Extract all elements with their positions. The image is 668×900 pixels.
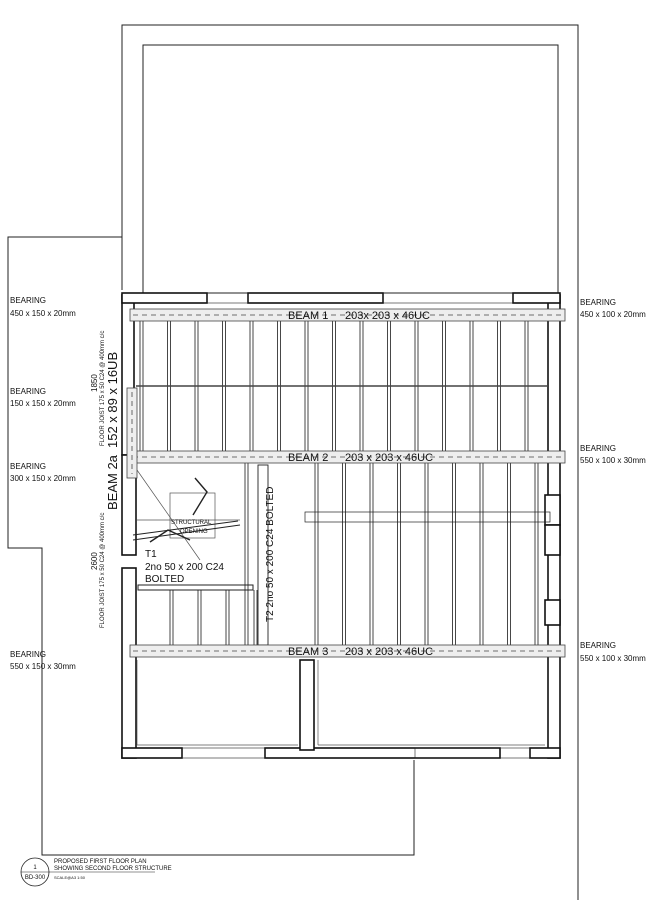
bearing-label: BEARING bbox=[10, 296, 46, 305]
bearing-right-2: BEARING 550 x 100 x 30mm bbox=[580, 444, 646, 465]
beam-1-name: BEAM 1 bbox=[288, 310, 328, 322]
drawing-number: 1 bbox=[33, 865, 37, 871]
beam-3-name: BEAM 3 bbox=[288, 646, 328, 658]
bearing-left-1: BEARING 450 x 150 x 20mm bbox=[10, 296, 76, 318]
drawing-title: PROPOSED FIRST FLOOR PLAN bbox=[54, 859, 147, 865]
bearing-size: 550 x 100 x 30mm bbox=[580, 456, 646, 465]
opening-label-2: OPENING bbox=[180, 529, 208, 535]
drawing-subtitle: SHOWING SECOND FLOOR STRUCTURE bbox=[54, 866, 172, 872]
t1-id: T1 bbox=[145, 549, 157, 560]
building-walls bbox=[121, 292, 561, 759]
bearing-size: 150 x 150 x 20mm bbox=[10, 399, 76, 408]
bearing-left-2: BEARING 150 x 150 x 20mm bbox=[10, 387, 76, 408]
opening-label-1: STRUCTURAL bbox=[171, 520, 212, 526]
beam-2a-size: 152 x 89 x 16UB bbox=[105, 352, 120, 448]
bearing-size: 450 x 150 x 20mm bbox=[10, 309, 76, 318]
joist-label-1: FLOOR JOIST 175 x 50 C24 @ 400mm c/c bbox=[100, 331, 106, 446]
bearing-size: 300 x 150 x 20mm bbox=[10, 474, 76, 483]
beam-2a-name: BEAM 2a bbox=[105, 454, 120, 510]
joist-span-2: 2600 bbox=[90, 552, 99, 570]
bearing-right-1: BEARING 450 x 100 x 20mm bbox=[580, 298, 646, 319]
beam-3 bbox=[129, 644, 566, 658]
beam-1-size: 203x 203 x 46UC bbox=[345, 310, 430, 322]
bearing-label: BEARING bbox=[580, 641, 616, 650]
beam-2a bbox=[126, 387, 138, 479]
t1-spec: 2no 50 x 200 C24 bbox=[145, 562, 224, 573]
joist-span-1: 1850 bbox=[90, 374, 99, 392]
beam-3-size: 203 x 203 x 46UC bbox=[345, 646, 433, 658]
bearing-size: 450 x 100 x 20mm bbox=[580, 310, 646, 319]
bearing-label: BEARING bbox=[10, 387, 46, 396]
sheet-number: BD-300 bbox=[25, 875, 46, 881]
bearing-label: BEARING bbox=[10, 650, 46, 659]
bearing-label: BEARING bbox=[580, 298, 616, 307]
t1-fix: BOLTED bbox=[145, 574, 184, 585]
bearing-label: BEARING bbox=[580, 444, 616, 453]
bearing-right-3: BEARING 550 x 100 x 30mm bbox=[580, 641, 646, 663]
bearing-size: 550 x 100 x 30mm bbox=[580, 654, 646, 663]
bearing-left-4: BEARING 550 x 150 x 30mm bbox=[10, 650, 76, 671]
bearing-size: 550 x 150 x 30mm bbox=[10, 662, 76, 671]
floor-joists bbox=[136, 321, 548, 645]
beam-2-name: BEAM 2 bbox=[288, 452, 328, 464]
drawing-scale: SCALE@A3 1:50 bbox=[54, 875, 86, 880]
t2-label: T2 2no 50 x 200 C24 BOLTED bbox=[265, 487, 276, 622]
title-block: 1 BD-300 PROPOSED FIRST FLOOR PLAN SHOWI… bbox=[20, 857, 172, 887]
bearing-label: BEARING bbox=[10, 462, 46, 471]
beam-2-size: 203 x 203 x 46UC bbox=[345, 452, 433, 464]
beam-1 bbox=[129, 308, 566, 322]
bearing-left-3: BEARING 300 x 150 x 20mm bbox=[10, 462, 76, 483]
stair-opening bbox=[132, 464, 551, 646]
joist-label-2: FLOOR JOIST 175 x 50 C24 @ 400mm c/c bbox=[100, 513, 106, 628]
